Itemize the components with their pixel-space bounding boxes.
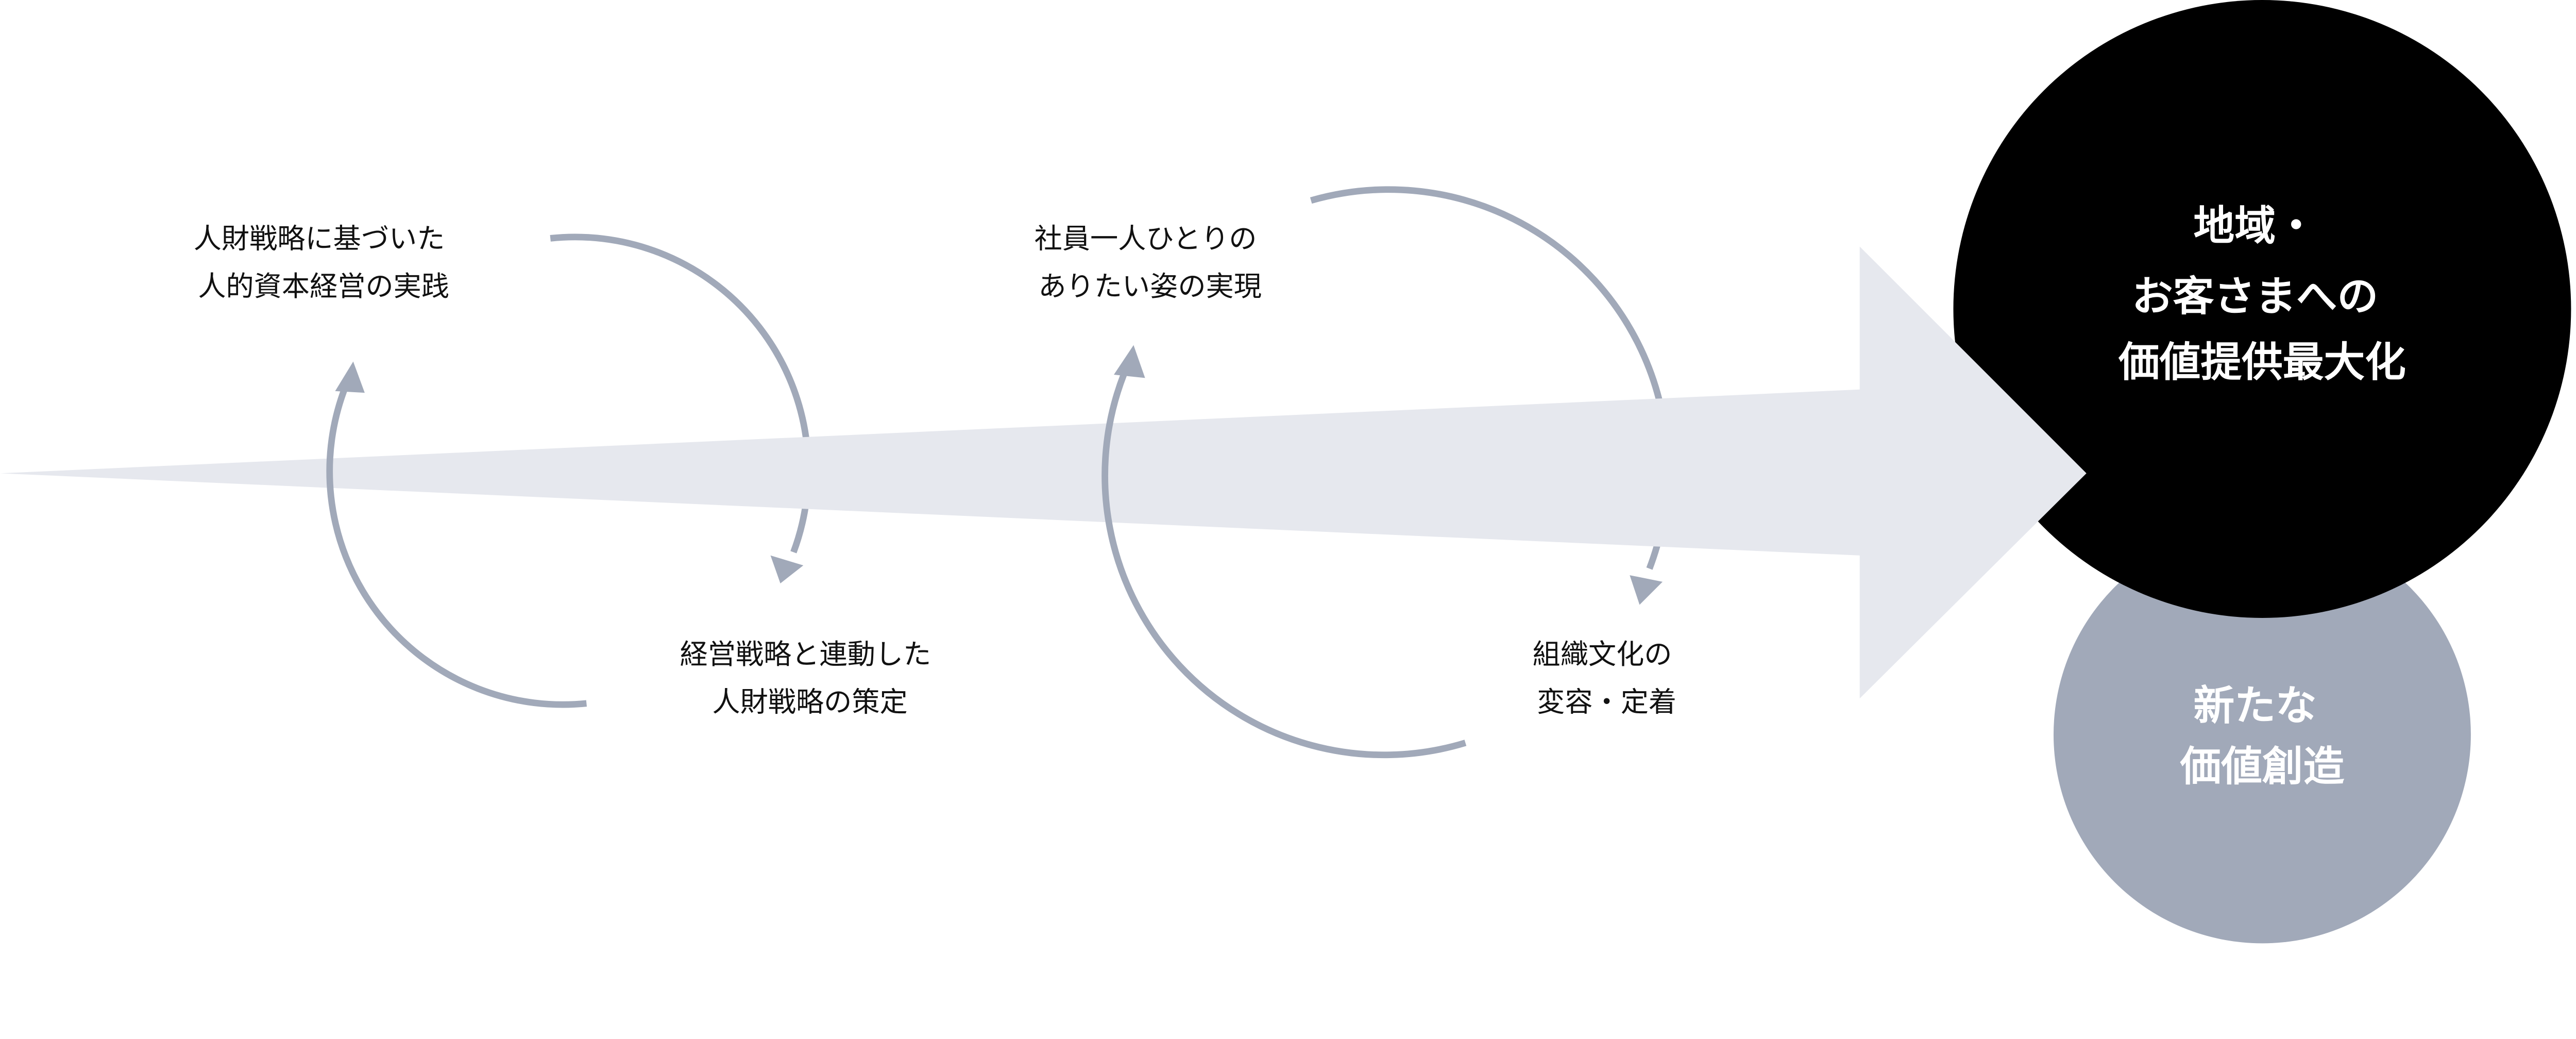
cycle1-left-arc [326, 387, 587, 708]
cycle2-down-arrowhead-icon [1630, 575, 1663, 605]
goal-circle [1953, 0, 2571, 618]
cycle1-top-label: 人財戦略に基づいた 人的資本経営の実践 [194, 223, 454, 303]
cycle2-up-arrowhead-icon [1113, 345, 1145, 378]
cycle2-bottom-label: 組織文化の 変容・定着 [1533, 638, 1681, 718]
new-value-circle [2053, 526, 2471, 944]
cycle1-up-arrowhead-icon [335, 361, 365, 393]
cycle1-down-arrowhead-icon [770, 555, 804, 584]
growth-arrow [0, 246, 2087, 699]
goal-text: 地域・ お客さまへの 価値提供最大化 [2118, 202, 2406, 387]
new-value-text: 新たな 価値創造 [2180, 682, 2345, 791]
cycle2-top-label: 社員一人ひとりの ありたい姿の実現 [1035, 223, 1266, 303]
cycle2-left-arc [1101, 373, 1467, 759]
cycle1-bottom-label: 経営戦略と連動した 人財戦略の策定 [680, 638, 940, 718]
value-creation-diagram: 人財戦略に基づいた 人的資本経営の実践 経営戦略と連動した 人財戦略の策定 社員… [0, 0, 2571, 944]
